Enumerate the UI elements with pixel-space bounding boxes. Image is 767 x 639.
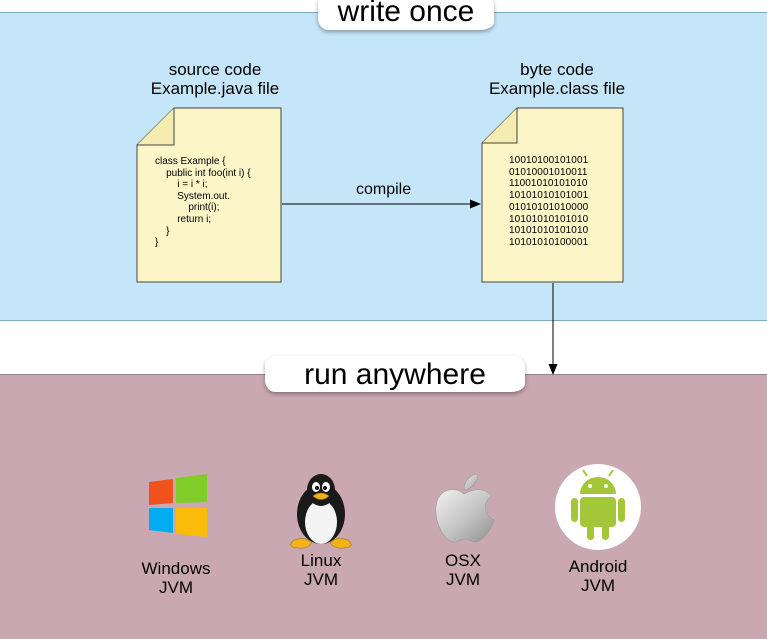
platform-osx: OSX JVM <box>408 470 518 589</box>
write-once-banner: write once <box>318 0 494 30</box>
source-code-text: class Example { public int foo(int i) { … <box>155 156 251 249</box>
platform-name: Windows <box>141 559 211 578</box>
source-code-title: source code <box>168 60 262 79</box>
document-page-icon <box>136 107 282 283</box>
class-file-document: 10010100101001 01010001010011 1100101010… <box>481 107 624 283</box>
source-code-filename: Example.java file <box>150 79 280 98</box>
tux-penguin-icon <box>290 474 352 549</box>
platform-windows: Windows JVM <box>121 470 231 597</box>
document-page-icon <box>481 107 624 283</box>
write-once-panel <box>0 12 767 321</box>
byte-code-filename: Example.class file <box>488 79 626 98</box>
compile-arrow <box>282 199 481 209</box>
windows-logo-icon <box>149 474 207 537</box>
platform-name: Linux <box>300 551 342 570</box>
platform-runtime: JVM <box>159 578 193 597</box>
apple-logo-icon <box>435 473 495 543</box>
platform-runtime: JVM <box>304 570 338 589</box>
source-code-caption: source code Example.java file <box>120 60 310 98</box>
source-file-document: class Example { public int foo(int i) { … <box>136 107 282 283</box>
platform-linux: Linux JVM <box>266 470 376 589</box>
platform-android: Android JVM <box>543 462 653 595</box>
compile-label: compile <box>356 181 412 198</box>
run-anywhere-banner: run anywhere <box>265 356 525 392</box>
platform-name: Android <box>568 557 628 576</box>
platform-name: OSX <box>445 551 481 570</box>
android-robot-icon <box>555 464 641 550</box>
byte-code-title: byte code <box>520 60 594 79</box>
deploy-arrow <box>548 283 558 375</box>
platform-runtime: JVM <box>581 576 615 595</box>
byte-code-text: 10010100101001 01010001010011 1100101010… <box>509 155 589 248</box>
byte-code-caption: byte code Example.class file <box>462 60 652 98</box>
platform-runtime: JVM <box>446 570 480 589</box>
